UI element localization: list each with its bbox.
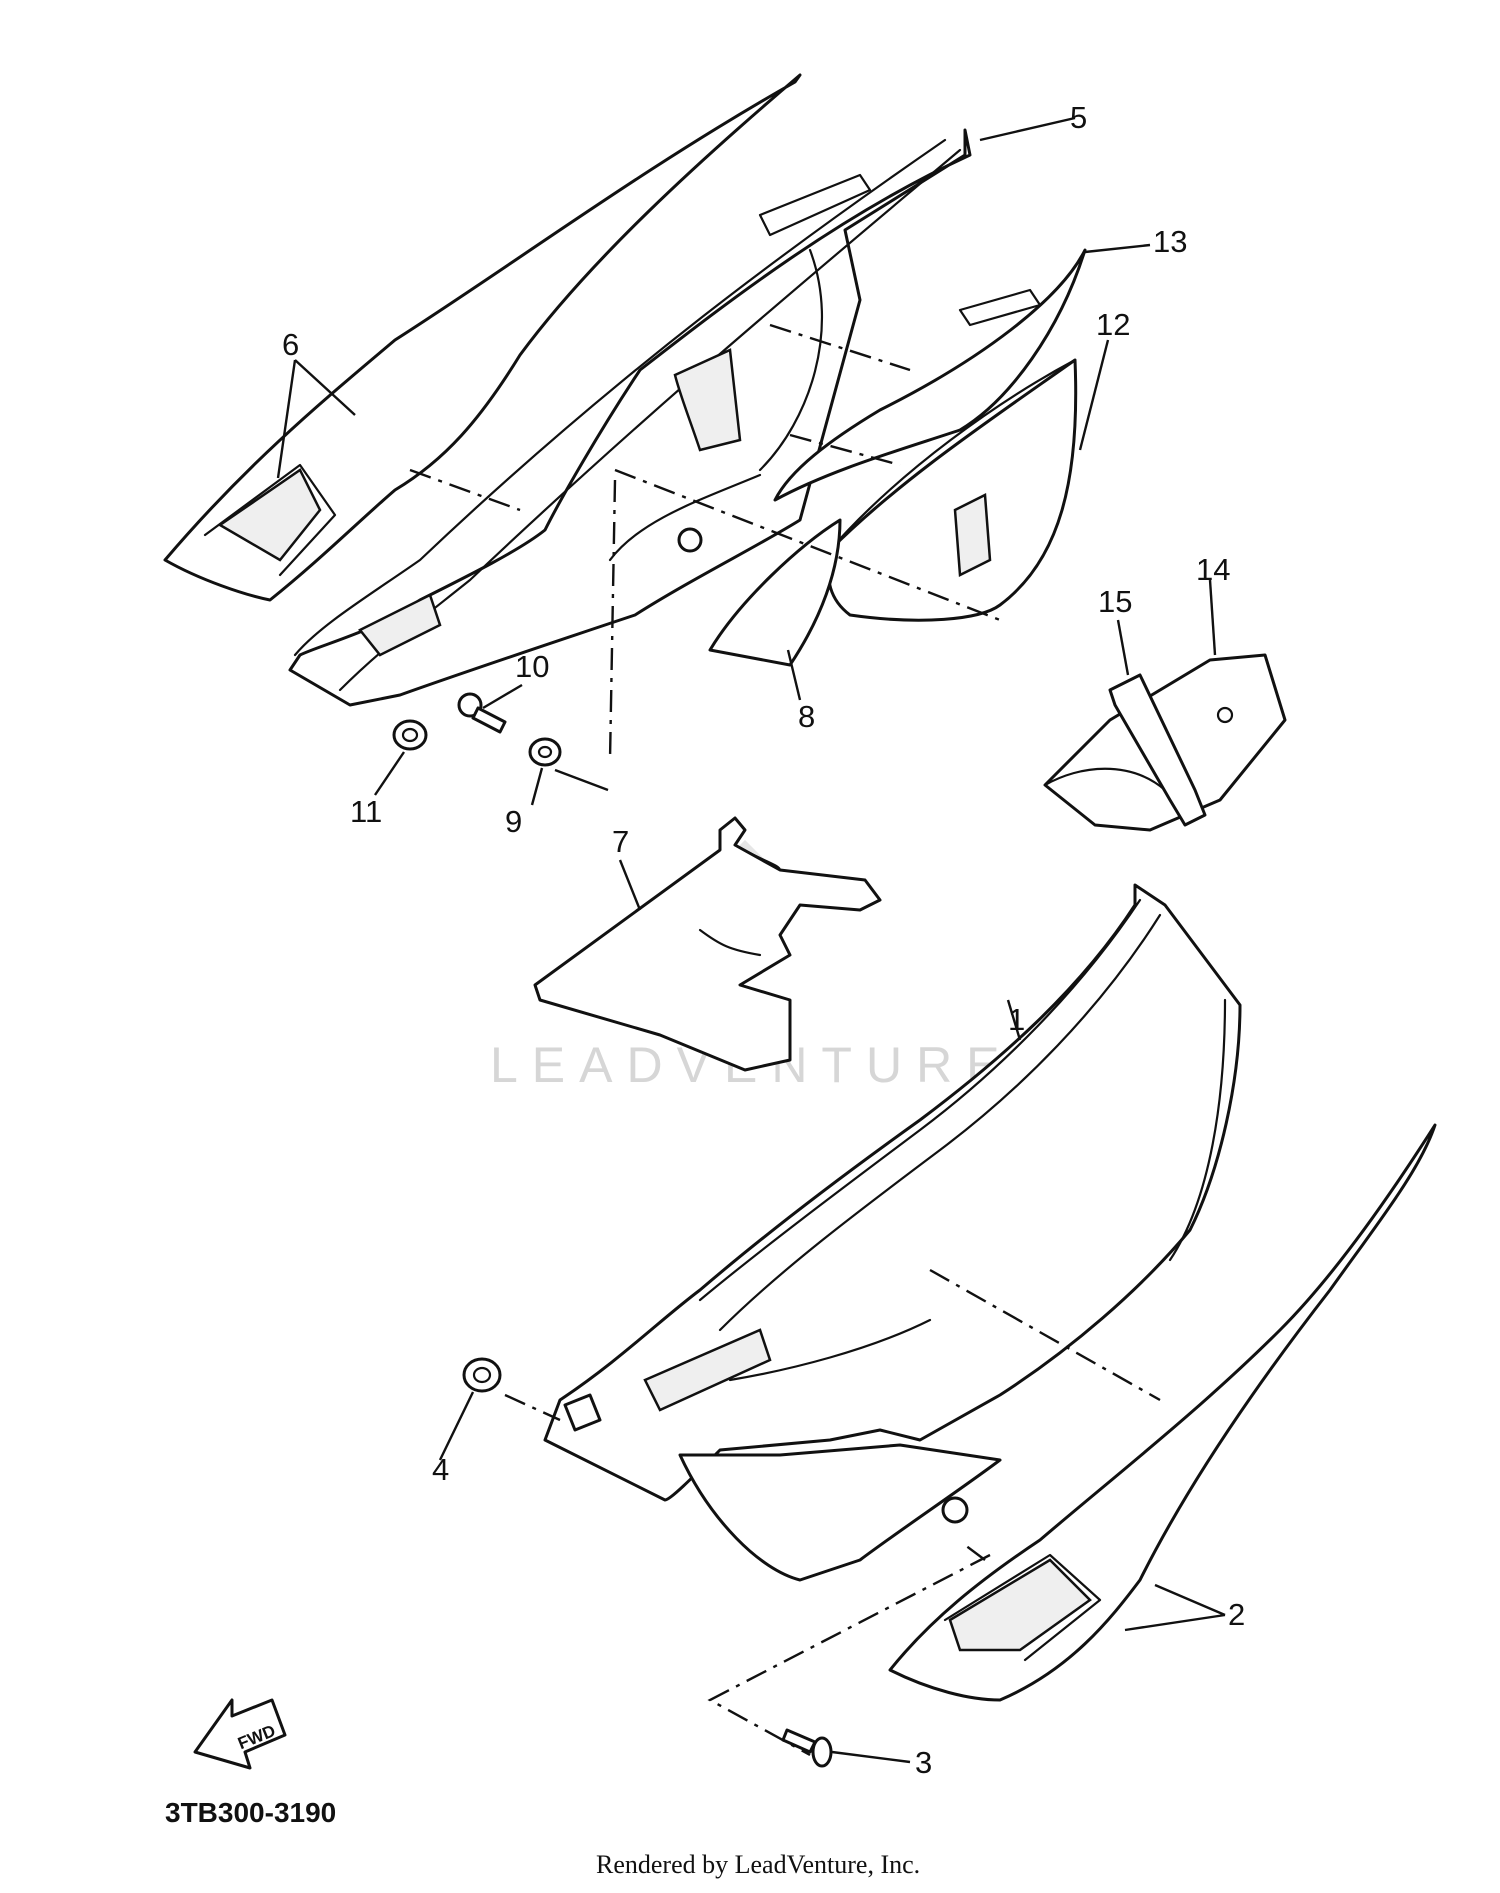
part-9-collar[interactable] [528, 737, 562, 767]
callout-2: 2 [1228, 1597, 1245, 1632]
part-2-right-decal[interactable] [888, 1123, 1437, 1702]
part-15-band[interactable] [1108, 673, 1207, 827]
callout-15: 15 [1098, 584, 1132, 619]
forward-arrow: FWD [193, 1698, 287, 1770]
callout-6: 6 [282, 327, 299, 362]
callout-8: 8 [798, 699, 815, 734]
part-5-upper-side-cover[interactable] [288, 128, 972, 707]
callout-5: 5 [1070, 100, 1087, 135]
part-6-left-decal[interactable] [163, 73, 802, 602]
part-11-grommet[interactable] [392, 719, 428, 751]
callout-1: 1 [1008, 1002, 1025, 1037]
callout-3: 3 [915, 1745, 932, 1780]
part-3-bolt[interactable] [781, 1728, 833, 1768]
callouts: 1 2 3 4 5 6 7 8 9 10 11 12 13 14 15 [282, 100, 1245, 1780]
part-12-side-cover-upper[interactable] [826, 358, 1078, 622]
assembly-lines [409, 323, 1161, 1757]
part-8-pad[interactable] [708, 518, 842, 667]
callout-13: 13 [1153, 224, 1187, 259]
callout-14: 14 [1196, 552, 1230, 587]
leader-lines [276, 116, 1226, 1764]
callout-4: 4 [432, 1452, 449, 1487]
callout-10: 10 [515, 649, 549, 684]
part-10-bolt[interactable] [457, 692, 507, 734]
part-7-plate[interactable] [533, 816, 882, 1072]
credit-line: Rendered by LeadVenture, Inc. [596, 1850, 920, 1879]
part-4-grommet[interactable] [462, 1357, 502, 1393]
callout-7: 7 [612, 824, 629, 859]
diagram-code: 3TB300-3190 [165, 1797, 336, 1828]
part-13-inner-panel[interactable] [773, 248, 1087, 502]
callout-9: 9 [505, 804, 522, 839]
callout-12: 12 [1096, 307, 1130, 342]
callout-11: 11 [350, 794, 382, 829]
